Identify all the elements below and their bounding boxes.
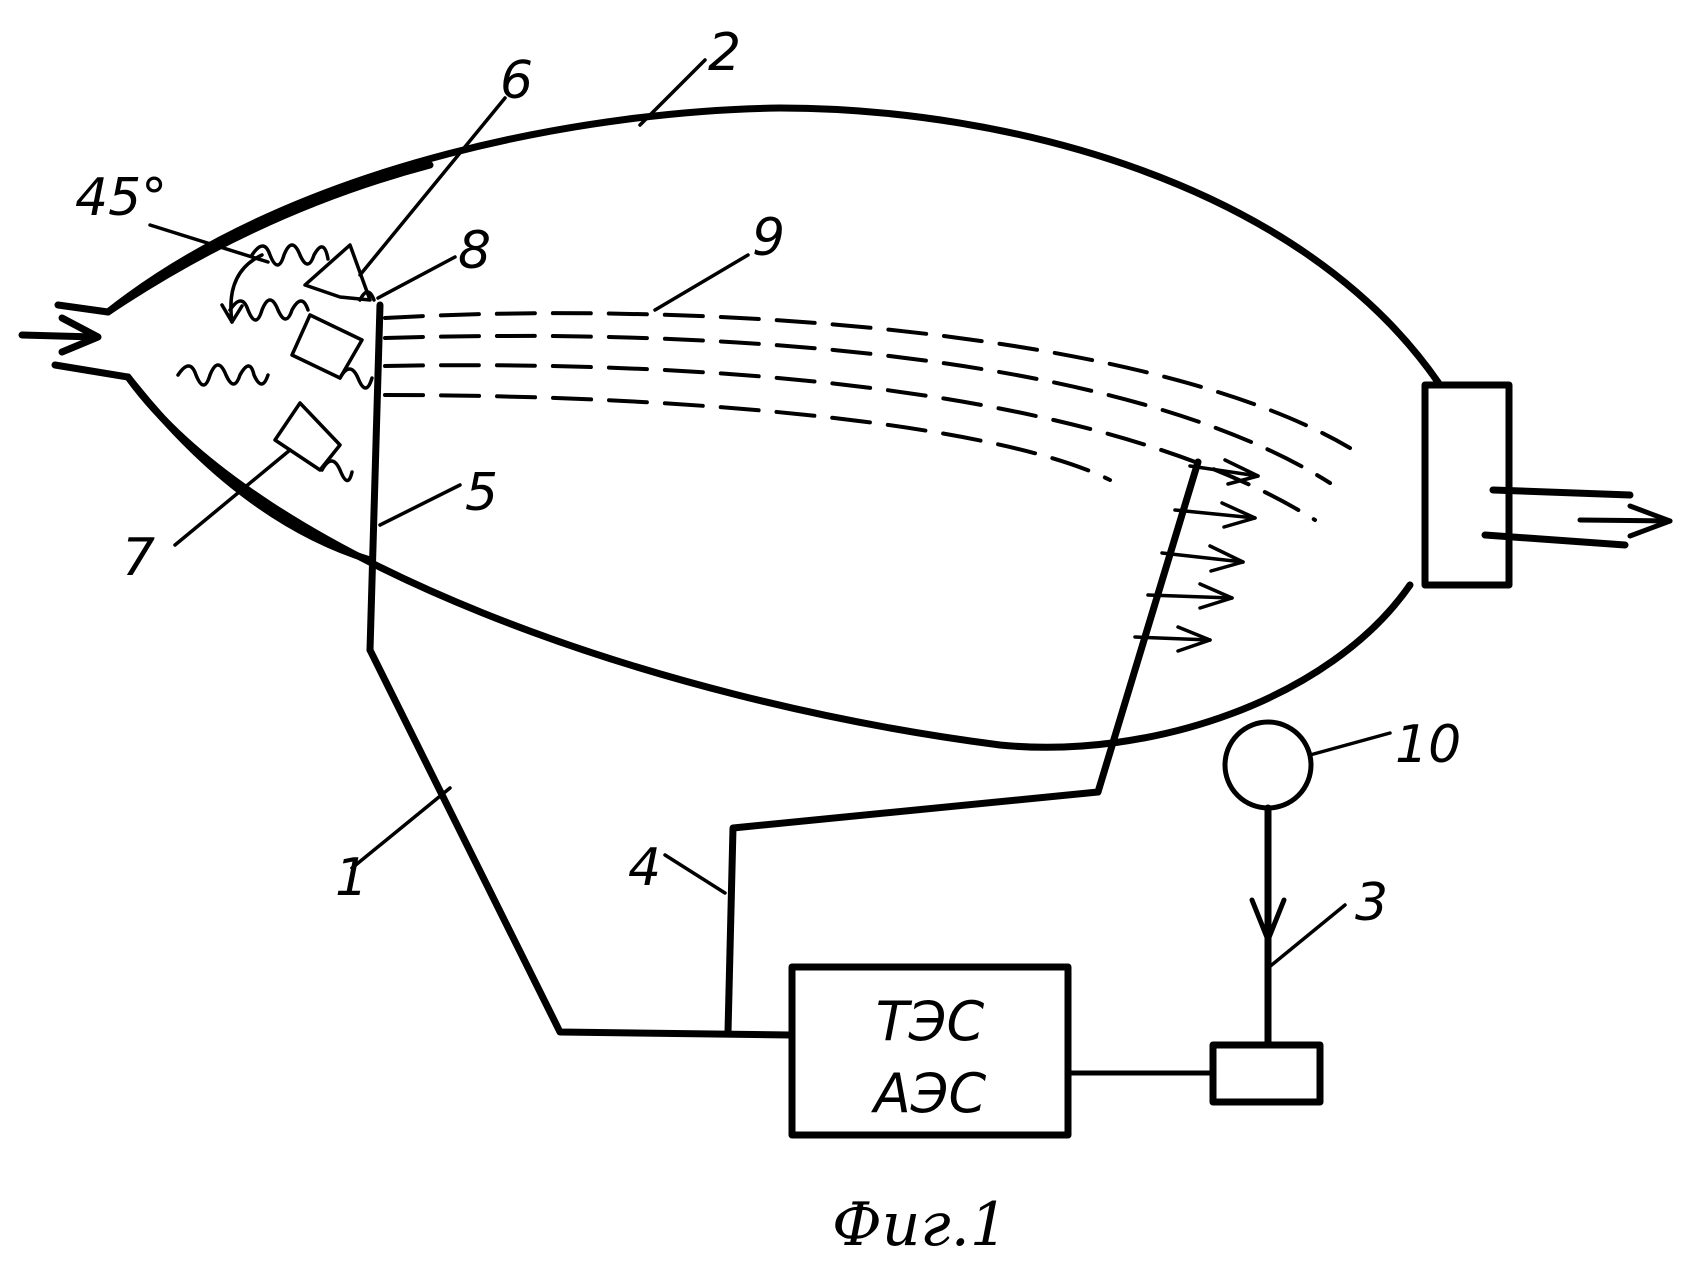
label-4: 4: [628, 838, 661, 898]
label-9: 9: [752, 208, 785, 268]
emitter-plate: [370, 305, 380, 650]
figure-caption: Фиг.1: [832, 1190, 1008, 1260]
coil-springs: [178, 245, 374, 481]
particle-beams: [385, 313, 1350, 520]
station-box-line2: АЭС: [871, 1062, 987, 1125]
inlet-arrow: [22, 318, 98, 352]
outlet-unit: [1425, 385, 1509, 585]
line-3: [1252, 808, 1284, 1045]
label-1: 1: [335, 848, 368, 908]
collector-arrows: [1135, 460, 1258, 651]
label-10: 10: [1395, 715, 1461, 775]
pump-10: [1225, 722, 1311, 808]
angle-arc: [231, 255, 262, 322]
label-6: 6: [500, 51, 533, 111]
label-2: 2: [708, 23, 741, 83]
label-3: 3: [1355, 873, 1388, 933]
station-box-line1: ТЭС: [876, 990, 985, 1053]
outlet-pipe: [1485, 490, 1670, 545]
label-8: 8: [458, 221, 491, 281]
label-angle: 45°: [75, 168, 167, 228]
balloon-lower-envelope: [128, 377, 1410, 747]
label-7: 7: [122, 528, 155, 588]
label-5: 5: [465, 463, 498, 523]
storage-box: [1213, 1045, 1320, 1102]
